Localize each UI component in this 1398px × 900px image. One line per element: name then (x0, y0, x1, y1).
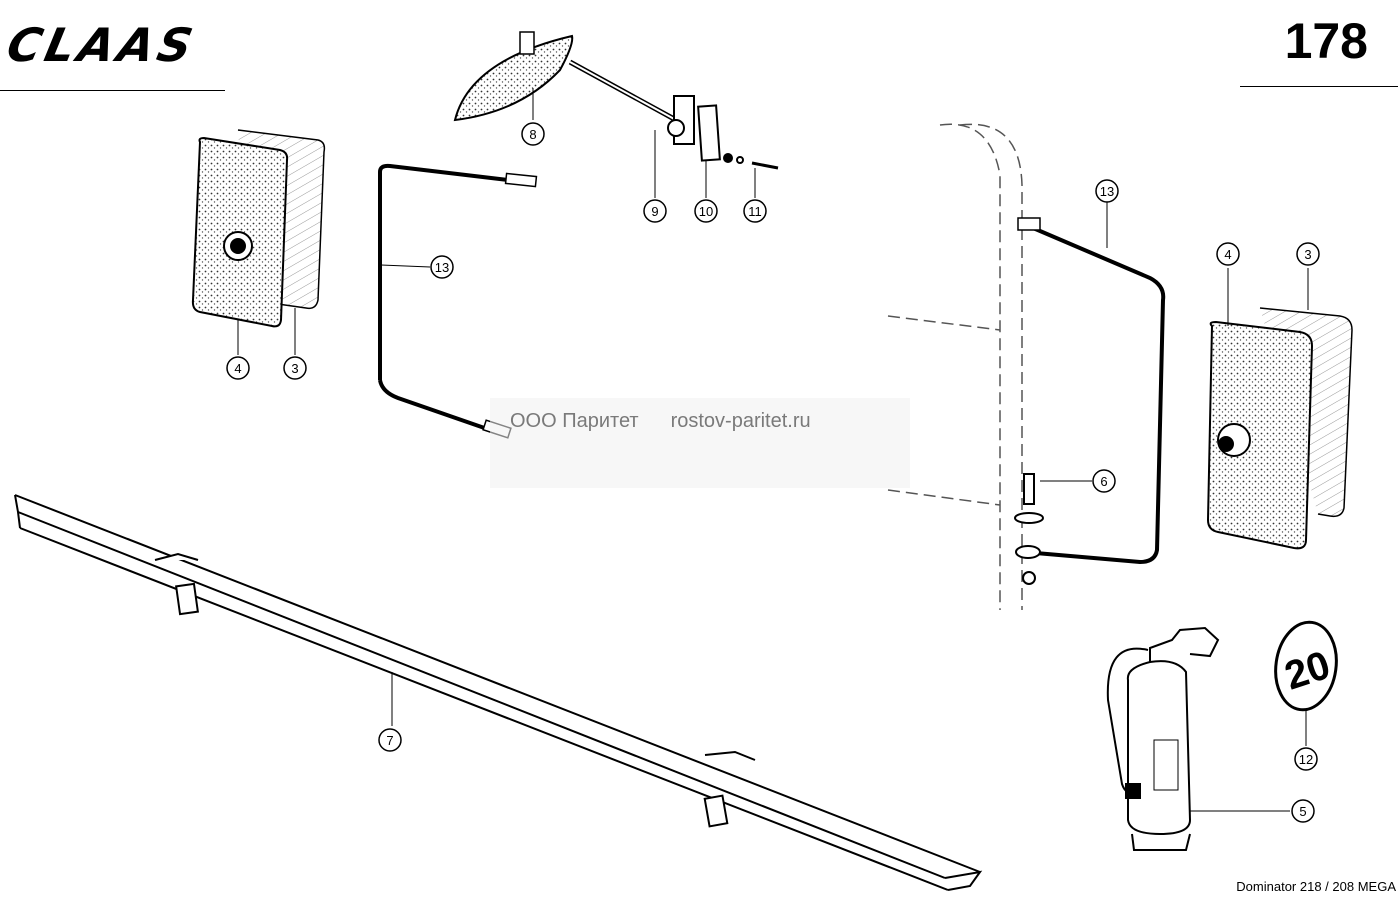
svg-text:3: 3 (1304, 247, 1311, 262)
top-round-mirror (453, 31, 574, 122)
model-caption: Dominator 218 / 208 MEGA (1236, 879, 1396, 894)
svg-text:4: 4 (1224, 247, 1231, 262)
callout-4-right: 4 (1216, 242, 1240, 266)
svg-text:3: 3 (291, 361, 298, 376)
speed-sign: 20 (1274, 620, 1338, 746)
svg-text:13: 13 (1100, 184, 1114, 199)
svg-text:9: 9 (651, 204, 658, 219)
watermark-band (490, 398, 910, 488)
mirror-arm-rod (568, 59, 779, 198)
callout-7: 7 (378, 728, 402, 752)
svg-text:8: 8 (529, 127, 536, 142)
svg-text:11: 11 (748, 204, 762, 219)
callout-11: 11 (743, 199, 767, 223)
header-rule-right (1240, 86, 1398, 87)
callout-12: 12 (1294, 747, 1318, 771)
fire-extinguisher (1106, 626, 1290, 851)
callout-13-right: 13 (1095, 179, 1119, 203)
bolt (1014, 473, 1092, 585)
callout-9: 9 (643, 199, 667, 223)
svg-text:5: 5 (1299, 804, 1306, 819)
callout-4-left: 4 (226, 356, 250, 380)
right-mirror (1206, 268, 1353, 550)
left-mirror-bracket (378, 163, 538, 439)
callout-10: 10 (694, 199, 718, 223)
callout-8: 8 (521, 122, 545, 146)
watermark-company: ООО Паритет (510, 410, 639, 432)
right-mirror-bracket (1015, 200, 1166, 565)
svg-text:13: 13 (435, 260, 449, 275)
svg-text:4: 4 (234, 361, 241, 376)
cab-pillar-outline (887, 123, 1023, 610)
svg-text:7: 7 (386, 733, 393, 748)
page-number: 178 (1284, 13, 1368, 69)
callout-13-left: 13 (430, 255, 454, 279)
callouts: 8 9 10 11 13 4 3 13 4 3 6 7 12 5 (226, 122, 1320, 823)
callout-3-right: 3 (1296, 242, 1320, 266)
svg-text:6: 6 (1100, 474, 1107, 489)
callout-6: 6 (1092, 469, 1116, 493)
header-rule-left (0, 90, 225, 91)
watermark-text: ООО Паритет rostov-paritet.ru (510, 410, 843, 433)
long-rail (14, 494, 983, 891)
callout-5: 5 (1291, 799, 1315, 823)
svg-text:12: 12 (1299, 752, 1313, 767)
left-mirror (191, 129, 326, 355)
watermark-site: rostov-paritet.ru (670, 410, 811, 432)
callout-3-left: 3 (283, 356, 307, 380)
svg-text:10: 10 (699, 204, 713, 219)
